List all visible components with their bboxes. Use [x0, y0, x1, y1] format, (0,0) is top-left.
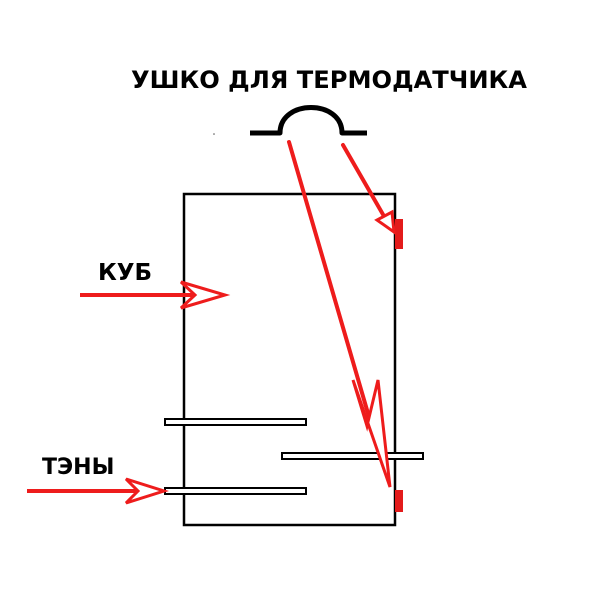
sensor-lug-shape: [250, 105, 367, 136]
arrow-lug-to-upper-mount: [341, 143, 396, 236]
tank-body: [182, 192, 397, 527]
heater-rod-upper: [164, 418, 307, 426]
heater-rod-lower: [164, 487, 307, 495]
heater-rod-middle: [281, 452, 424, 460]
arrow-heaters: [27, 477, 169, 505]
label-cube: КУБ: [98, 260, 152, 286]
sensor-mount-lower: [395, 490, 403, 512]
label-heaters: ТЭНЫ: [42, 455, 114, 480]
arrow-lug-to-lower-mount: [287, 140, 392, 488]
stray-dot: [213, 133, 215, 135]
label-sensor-lug: УШКО ДЛЯ ТЕРМОДАТЧИКА: [131, 66, 527, 94]
sensor-mount-upper: [395, 219, 403, 249]
arrow-cube: [80, 280, 231, 310]
